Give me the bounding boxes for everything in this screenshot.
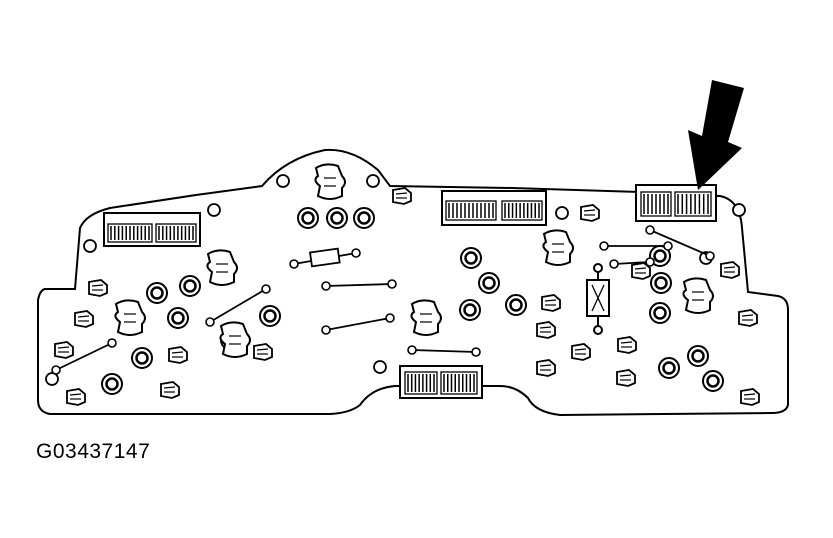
lamp-holder	[392, 187, 412, 205]
mounting-holes	[45, 174, 746, 386]
resistor	[289, 247, 361, 269]
bulb-socket	[259, 305, 281, 327]
bulb-socket	[167, 307, 189, 329]
resistor	[609, 257, 655, 269]
large-lamp-holder	[219, 321, 251, 358]
resistor	[205, 284, 271, 327]
large-lamp-holder	[542, 229, 574, 266]
lamp-holder	[54, 341, 74, 359]
bulb-socket	[650, 272, 672, 294]
lamp-holder	[541, 294, 561, 312]
large-lamp-holder	[114, 299, 146, 336]
bulb-socket	[478, 272, 500, 294]
connector-center	[441, 190, 547, 226]
mounting-hole	[83, 239, 97, 253]
bulb-socket	[179, 275, 201, 297]
bulb-socket	[658, 357, 680, 379]
large-lamp-holder	[682, 277, 714, 314]
mounting-hole	[45, 372, 59, 386]
bulb-socket	[505, 294, 527, 316]
mounting-hole	[366, 174, 380, 188]
connector-bottom	[399, 365, 483, 399]
resistors	[51, 225, 715, 375]
lamp-holder	[740, 388, 760, 406]
lamp-holder	[580, 204, 600, 222]
bulb-socket	[649, 245, 671, 267]
mounting-hole	[732, 203, 746, 217]
resistor	[599, 241, 673, 251]
bulb-sockets	[101, 207, 724, 395]
large-lamp-holder	[206, 249, 238, 286]
connector-right	[635, 184, 717, 222]
bulb-socket	[146, 282, 168, 304]
lamp-holder	[253, 343, 273, 361]
mounting-hole	[276, 174, 290, 188]
mounting-hole	[373, 360, 387, 374]
mounting-hole	[207, 203, 221, 217]
lamp-holder	[74, 310, 94, 328]
bulb-socket	[353, 207, 375, 229]
lamp-holder	[617, 336, 637, 354]
resistor	[407, 345, 481, 357]
resistor	[51, 338, 117, 375]
resistor	[321, 313, 395, 335]
lamp-holders	[54, 163, 760, 406]
bulb-socket	[649, 302, 671, 324]
lamp-holder	[571, 343, 591, 361]
lamp-holder	[616, 369, 636, 387]
lamp-holder	[88, 279, 108, 297]
lamp-holder	[160, 381, 180, 399]
bulb-socket	[702, 370, 724, 392]
resistor	[321, 279, 397, 291]
pointer-arrow	[688, 80, 744, 190]
bulb-socket	[297, 207, 319, 229]
board-outline	[37, 148, 789, 417]
lamp-holder	[738, 309, 758, 327]
vertical-resistor	[586, 263, 610, 335]
lamp-holder	[66, 388, 86, 406]
lamp-holder	[536, 359, 556, 377]
bulb-socket	[101, 373, 123, 395]
resistor	[645, 225, 715, 261]
bulb-socket	[687, 345, 709, 367]
mounting-hole	[555, 206, 569, 220]
bulb-socket	[131, 347, 153, 369]
connector-left	[103, 212, 201, 247]
large-lamp-holder	[314, 163, 346, 200]
bulb-socket	[460, 247, 482, 269]
lamp-holder	[720, 261, 740, 279]
figure-code: G03437147	[36, 440, 151, 463]
lamp-holder	[168, 346, 188, 364]
large-lamp-holder	[410, 299, 442, 336]
lamp-holder	[536, 321, 556, 339]
bulb-socket	[326, 207, 348, 229]
bulb-socket	[459, 299, 481, 321]
